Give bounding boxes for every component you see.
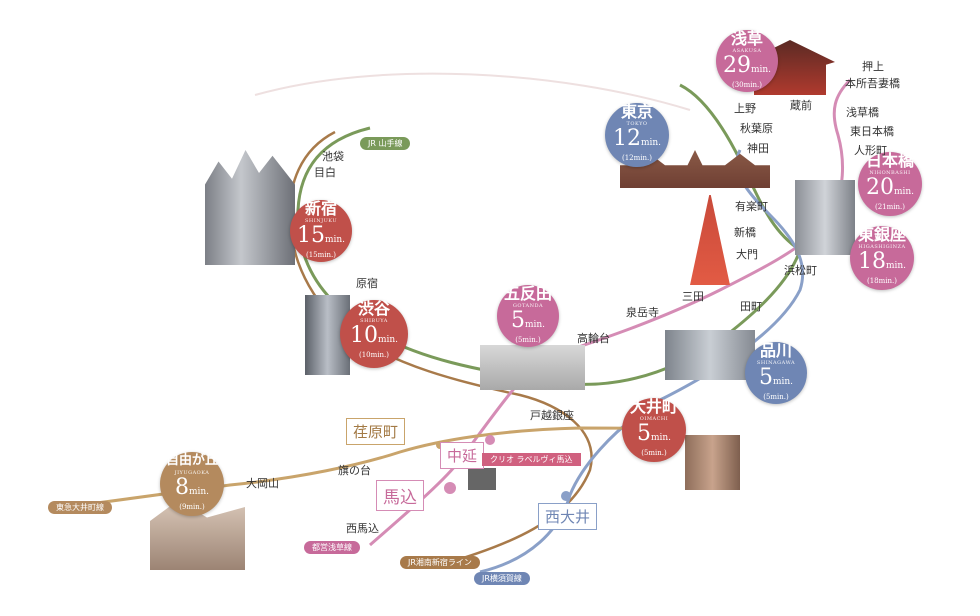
- station-box-nishi-oi: 西大井: [538, 503, 598, 530]
- hub-name: 東銀座: [857, 225, 906, 244]
- nihombashi-building-image: [795, 180, 855, 255]
- hub-higashiginza: 東銀座 HIGASHIGINZA 18min. (18min.): [850, 226, 914, 290]
- hub-time: 18min.: [857, 249, 907, 274]
- hub-roman: OIMACHI: [639, 416, 669, 422]
- hub-name: 浅草: [730, 29, 763, 48]
- hub-sub: (9min.): [179, 503, 205, 511]
- hub-gotanda: 五反田 GOTANDA 5min. (5min.): [497, 285, 559, 347]
- hub-sub: (15min.): [306, 251, 336, 259]
- hub-time: 12min.: [612, 126, 662, 151]
- hub-sub: (18min.): [867, 277, 897, 285]
- station-akihabara: 秋葉原: [740, 122, 773, 135]
- map-outline-arc: [254, 72, 691, 111]
- station-higashi-nihombashi: 東日本橋: [850, 125, 894, 138]
- hub-roman: JIYUGAOKA: [174, 470, 210, 476]
- hub-time: 5min.: [636, 421, 672, 446]
- hub-roman: SHINAGAWA: [756, 360, 796, 366]
- station-ueno: 上野: [734, 102, 756, 115]
- hub-sub: (12min.): [622, 154, 652, 162]
- hub-name: 大井町: [629, 397, 678, 416]
- hub-name: 自由が丘: [165, 453, 218, 468]
- hub-time: 20min.: [865, 175, 915, 200]
- hub-roman: ASAKUSA: [732, 48, 762, 54]
- station-oshiage: 押上: [862, 60, 884, 73]
- station-shimbashi: 新橋: [734, 226, 756, 239]
- station-ningyocho: 人形町: [854, 144, 887, 157]
- line-tag-toei-asakusa: 都営浅草線: [304, 541, 360, 554]
- hub-name: 日本橋: [865, 151, 914, 170]
- station-ikebukuro: 池袋: [322, 150, 344, 163]
- station-sengakuji: 泉岳寺: [626, 306, 659, 319]
- station-ookayama: 大岡山: [246, 477, 279, 490]
- property-building-image: [468, 468, 496, 490]
- hub-shibuya: 渋谷 SHIBUYA 10min. (10min.): [340, 300, 408, 368]
- station-hamamatsucho: 浜松町: [784, 264, 817, 277]
- station-kanda: 神田: [747, 142, 769, 155]
- oimachi-building-image: [685, 435, 740, 490]
- hub-sub: (5min.): [515, 336, 541, 344]
- station-dot-magome: [444, 482, 456, 494]
- station-yurakucho: 有楽町: [735, 200, 768, 213]
- hub-sub: (21min.): [875, 203, 905, 211]
- hub-roman: SHINJUKU: [304, 218, 338, 224]
- hub-shinagawa: 品川 SHINAGAWA 5min. (5min.): [745, 342, 807, 404]
- hub-time: 15min.: [296, 223, 346, 248]
- hub-name: 五反田: [503, 284, 552, 303]
- hub-roman: SHIBUYA: [360, 318, 388, 324]
- hub-sub: (10min.): [359, 351, 389, 359]
- hub-nihombashi: 日本橋 NIHONBASHI 20min. (21min.): [858, 152, 922, 216]
- station-hatanodai: 旗の台: [338, 464, 371, 477]
- hub-time: 10min.: [349, 323, 399, 348]
- station-togoshiginza: 戸越銀座: [530, 409, 574, 422]
- hub-sub: (5min.): [763, 393, 789, 401]
- hub-sub: (5min.): [641, 449, 667, 457]
- station-mejiro: 目白: [314, 166, 336, 179]
- hub-name: 新宿: [304, 199, 337, 218]
- hub-name: 東京: [620, 102, 653, 121]
- hub-time: 29min.: [722, 53, 772, 78]
- hub-oimachi: 大井町 OIMACHI 5min. (5min.): [622, 398, 686, 462]
- station-asakusabashi: 浅草橋: [846, 106, 879, 119]
- hub-roman: TOKYO: [626, 121, 648, 127]
- line-tag-jr-yokosuka: JR横須賀線: [474, 572, 530, 585]
- station-tamachi: 田町: [740, 300, 762, 313]
- hub-tokyo: 東京 TOKYO 12min. (12min.): [605, 103, 669, 167]
- property-tag: クリオ ラベルヴィ馬込: [482, 453, 581, 466]
- station-dot-nakanobu: [485, 435, 495, 445]
- station-kuramae: 蔵前: [790, 99, 812, 112]
- hub-time: 5min.: [758, 365, 794, 390]
- station-box-ebaramachi: 荏原町: [346, 418, 406, 445]
- station-nishi-magome: 西馬込: [346, 522, 379, 535]
- shinjuku-skyline-image: [205, 150, 295, 265]
- station-harajuku: 原宿: [356, 277, 378, 290]
- hub-asakusa: 浅草 ASAKUSA 29min. (30min.): [716, 30, 778, 92]
- hub-name: 品川: [759, 341, 792, 360]
- hub-roman: HIGASHIGINZA: [858, 244, 906, 250]
- line-tag-tokyu-oimachi: 東急大井町線: [48, 501, 112, 514]
- hub-time: 8min.: [174, 475, 210, 500]
- hub-jiyugaoka: 自由が丘 JIYUGAOKA 8min. (9min.): [160, 452, 224, 516]
- hub-time: 5min.: [510, 308, 546, 333]
- hub-sub: (30min.): [732, 81, 762, 89]
- station-honjo-azumabashi: 本所吾妻橋: [845, 77, 900, 90]
- hub-roman: NIHONBASHI: [869, 170, 911, 176]
- gotanda-building-image: [480, 345, 585, 390]
- station-box-magome: 馬込: [376, 480, 424, 511]
- station-box-nakanobu: 中延: [440, 442, 485, 469]
- shinagawa-building-image: [665, 330, 755, 380]
- station-daimon: 大門: [736, 248, 758, 261]
- station-mita: 三田: [682, 290, 704, 303]
- line-tag-yamanote: JR 山手線: [360, 137, 411, 150]
- hub-shinjuku: 新宿 SHINJUKU 15min. (15min.): [290, 200, 352, 262]
- station-takanawadai: 高輪台: [577, 332, 610, 345]
- hub-roman: GOTANDA: [512, 303, 544, 309]
- hub-name: 渋谷: [357, 299, 390, 318]
- line-tag-jr-shonan: JR湘南新宿ライン: [400, 556, 480, 569]
- station-dot-nishioi: [561, 491, 571, 501]
